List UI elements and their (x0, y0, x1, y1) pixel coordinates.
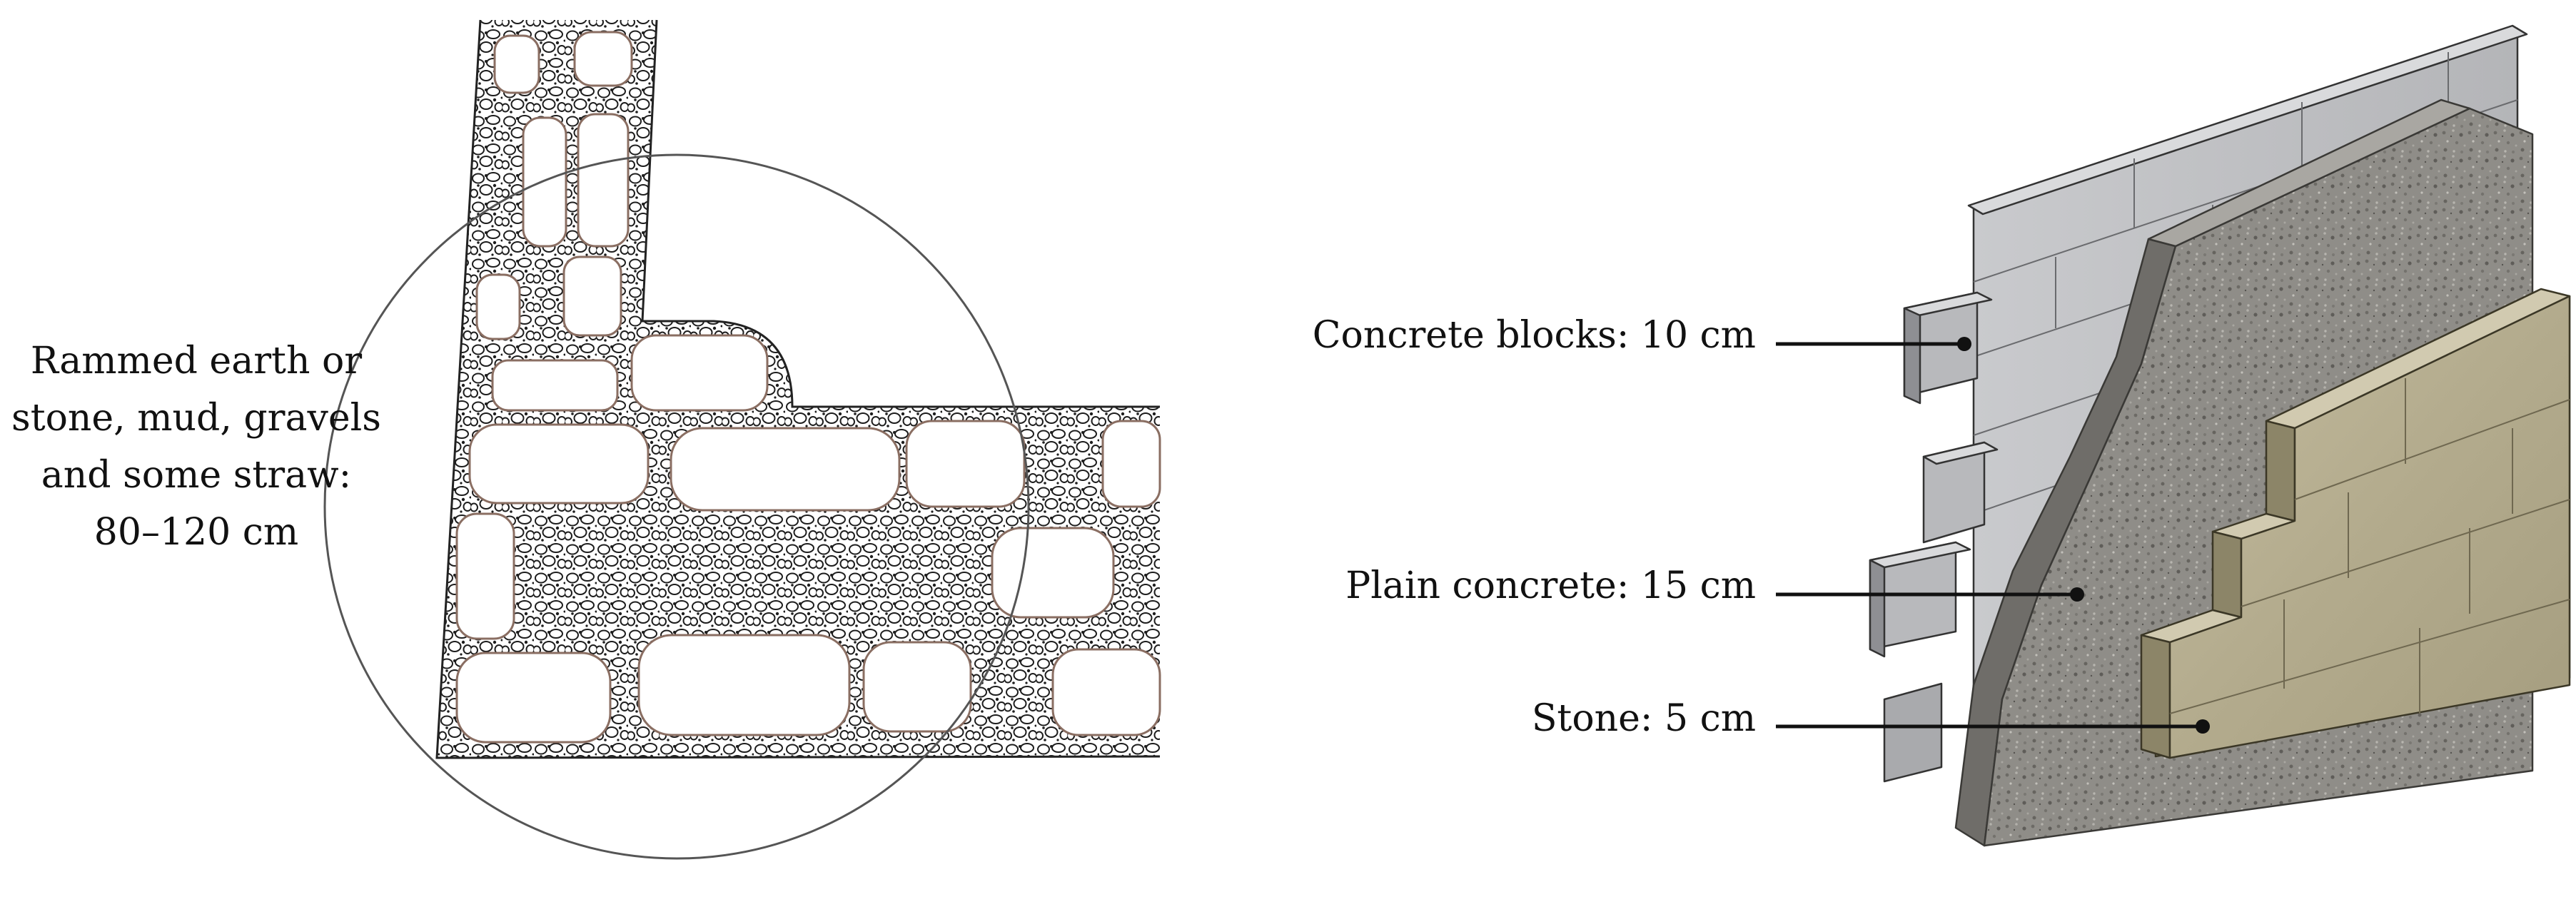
callout-plain-concrete-dot (2070, 587, 2084, 602)
left-label-line-3: and some straw: (41, 454, 351, 497)
stone-step-side (2211, 530, 2243, 619)
stone (637, 634, 851, 736)
stone-front (2168, 295, 2571, 759)
stone (991, 527, 1115, 619)
callout-concrete-blocks-label: Concrete blocks: 10 cm (1313, 314, 1756, 357)
layered-wall-3d (1869, 24, 2571, 847)
callout-plain-concrete: Plain concrete: 15 cm (1345, 564, 2084, 607)
stone (455, 512, 515, 640)
detail-circle (323, 153, 1030, 860)
stone (573, 31, 633, 87)
left-label-line-4: 80–120 cm (94, 511, 298, 554)
concrete-top (2147, 98, 2471, 248)
stone (522, 116, 567, 248)
stone (862, 641, 972, 733)
stone-step-side (2140, 634, 2171, 759)
stone (670, 427, 901, 512)
stone-step-side (2265, 420, 2296, 522)
callout-stone-dot (2196, 719, 2210, 734)
stone (1101, 420, 1161, 508)
left-label-line-1: Rammed earth or (31, 340, 362, 382)
callout-plain-concrete-label: Plain concrete: 15 cm (1345, 564, 1756, 607)
stone (577, 113, 630, 248)
block-end (1883, 682, 1943, 783)
stone (475, 273, 521, 340)
block-end-top (1922, 441, 1999, 465)
stone-joints (2169, 378, 2570, 714)
block-side (1903, 307, 1921, 405)
wall-outline (435, 19, 1161, 759)
masonry-stones (455, 31, 1161, 744)
left-label-line-2: stone, mud, gravels (11, 397, 381, 440)
block-side (1869, 559, 1886, 658)
stone (905, 420, 1026, 508)
callout-stone: Stone: 5 cm (1532, 697, 2210, 740)
callout-concrete-blocks-dot (1957, 337, 1971, 351)
stone (491, 359, 619, 412)
stone (1051, 648, 1161, 736)
stone (630, 334, 769, 412)
stone-veneer-layer (2140, 288, 2571, 759)
callouts: Concrete blocks: 10 cm Plain concrete: 1… (1313, 314, 2210, 740)
callout-stone-label: Stone: 5 cm (1532, 697, 1756, 740)
block-top (1967, 24, 2528, 216)
callout-concrete-blocks: Concrete blocks: 10 cm (1313, 314, 1971, 357)
stone (562, 255, 622, 337)
stone (455, 652, 612, 744)
masonry-wall-corner (435, 19, 1161, 759)
left-label: Rammed earth or stone, mud, gravels and … (11, 340, 381, 554)
stone (493, 34, 540, 94)
stone (468, 423, 650, 505)
